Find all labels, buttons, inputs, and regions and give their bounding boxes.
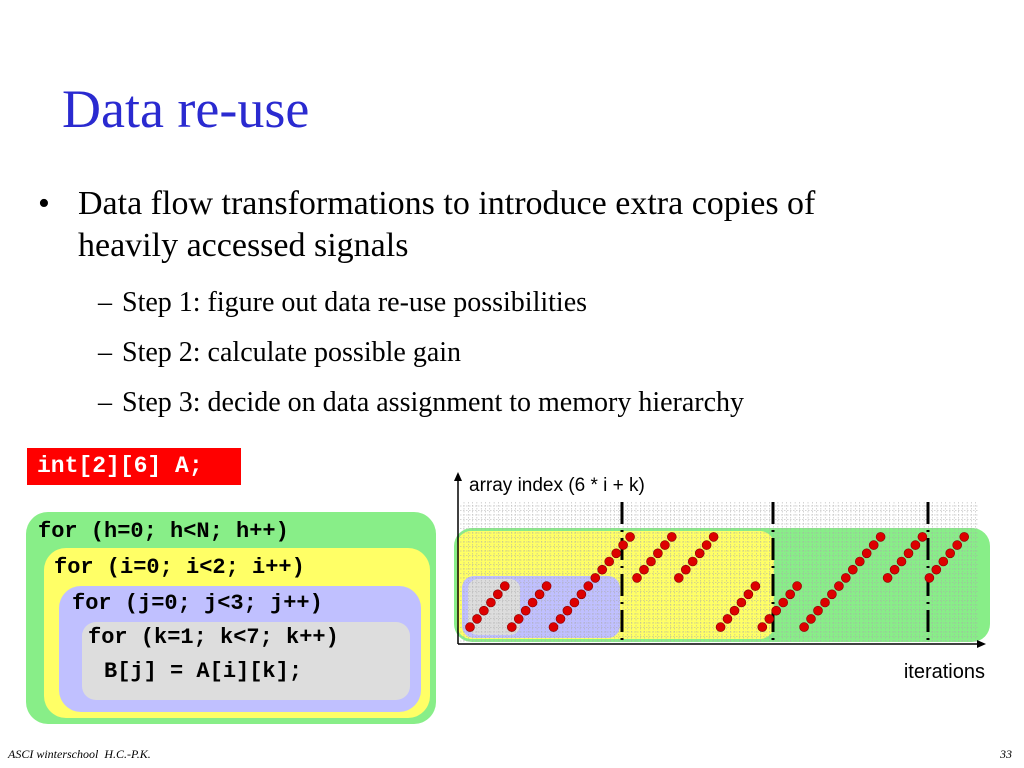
data-point — [597, 564, 607, 575]
data-point — [875, 532, 886, 542]
code-line-body: B[j] = A[i][k]; — [104, 659, 303, 684]
x-axis-arrow — [977, 640, 986, 648]
step-text: Step 3: decide on data assignment to mem… — [122, 387, 745, 418]
data-point — [701, 540, 712, 550]
footer-credit: ASCI winterschool H.C.-P.K. — [8, 747, 151, 761]
data-point — [576, 589, 587, 600]
data-point — [757, 622, 768, 632]
data-point — [750, 581, 761, 591]
data-point — [499, 581, 510, 591]
data-point — [465, 622, 475, 632]
step-text: Step 1: figure out data re-use possibili… — [122, 287, 588, 318]
data-point — [660, 540, 670, 550]
code-line-i: for (i=0; i<2; i++) — [54, 555, 305, 580]
data-points — [465, 532, 970, 632]
code-line-j: for (j=0; j<3; j++) — [72, 591, 323, 616]
data-point — [653, 548, 663, 559]
array-declaration: int[2][6] A; — [27, 448, 241, 485]
step-marker: – — [98, 387, 112, 418]
data-point — [778, 597, 789, 608]
y-axis-label: array index (6 * i + k) — [469, 475, 645, 496]
step-item: –Step 1: figure out data re-use possibil… — [98, 286, 587, 320]
data-point — [534, 589, 545, 600]
data-point — [764, 614, 775, 624]
data-point — [854, 556, 865, 567]
data-point — [506, 622, 517, 632]
data-point — [722, 614, 733, 624]
data-point — [639, 564, 649, 575]
data-point — [771, 605, 782, 616]
bullet-marker: • — [38, 185, 50, 222]
data-point — [903, 548, 914, 559]
data-point — [513, 614, 524, 624]
data-point — [840, 573, 851, 583]
data-point — [736, 597, 747, 608]
data-point — [527, 597, 538, 608]
y-axis-arrow — [454, 472, 462, 481]
data-point — [938, 556, 949, 567]
code-line-k: for (k=1; k<7; k++) — [88, 625, 339, 650]
data-point — [743, 589, 754, 600]
data-point — [604, 556, 614, 567]
data-point — [611, 548, 621, 559]
data-point — [681, 564, 691, 575]
data-point — [646, 556, 656, 567]
data-point — [632, 573, 642, 583]
data-point — [520, 605, 531, 616]
data-point — [834, 581, 844, 591]
slide-title: Data re-use — [62, 79, 310, 139]
data-point — [492, 589, 503, 600]
data-point — [486, 597, 496, 608]
data-point — [813, 605, 823, 616]
data-point — [625, 532, 635, 542]
data-point — [917, 532, 928, 542]
data-point — [799, 622, 809, 632]
reuse-scatter-chart: array index (6 * i + k) iterations — [454, 472, 990, 683]
data-point — [674, 573, 684, 583]
step-marker: – — [98, 337, 112, 368]
data-point — [472, 614, 482, 624]
data-point — [806, 614, 816, 624]
data-point — [708, 532, 719, 542]
step-marker: – — [98, 287, 112, 318]
data-point — [569, 597, 580, 608]
data-point — [847, 564, 858, 575]
data-point — [868, 540, 879, 550]
step-item: –Step 3: decide on data assignment to me… — [98, 386, 744, 420]
x-axis-label: iterations — [904, 661, 985, 683]
data-point — [715, 622, 726, 632]
data-point — [827, 589, 837, 600]
code-line-h: for (h=0; h<N; h++) — [38, 519, 289, 544]
data-point — [618, 540, 628, 550]
data-point — [792, 581, 802, 591]
data-point — [959, 532, 970, 542]
data-point — [896, 556, 907, 567]
data-point — [910, 540, 921, 550]
data-point — [555, 614, 566, 624]
data-point — [729, 605, 740, 616]
data-point — [924, 573, 935, 583]
data-point — [590, 573, 601, 583]
data-point — [562, 605, 573, 616]
data-point — [882, 573, 893, 583]
data-point — [479, 605, 489, 616]
step-text: Step 2: calculate possible gain — [122, 337, 462, 368]
data-point — [931, 564, 942, 575]
data-point — [583, 581, 594, 591]
data-point — [820, 597, 830, 608]
data-point — [541, 581, 552, 591]
data-point — [687, 556, 698, 567]
data-point — [952, 540, 963, 550]
data-point — [694, 548, 705, 559]
main-bullet-text: Data flow transformations to introduce e… — [78, 185, 816, 264]
page-number: 33 — [1000, 747, 1012, 761]
data-point — [889, 564, 900, 575]
data-point — [548, 622, 559, 632]
data-point — [945, 548, 956, 559]
data-point — [785, 589, 796, 600]
step-item: –Step 2: calculate possible gain — [98, 336, 461, 370]
data-point — [667, 532, 677, 542]
k-loop-box — [82, 622, 410, 700]
data-point — [861, 548, 872, 559]
